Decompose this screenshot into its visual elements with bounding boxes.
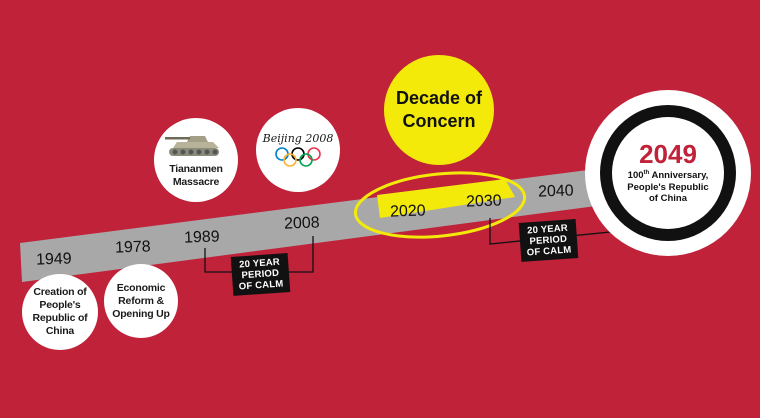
creation-label: Creation of People's Republic of China	[32, 286, 88, 337]
beijing-bubble: Beijing 2008	[256, 108, 340, 192]
calm-box-1: 20 YEAR PERIOD OF CALM	[230, 253, 290, 296]
creation-bubble: Creation of People's Republic of China	[22, 274, 98, 350]
tank-icon	[165, 136, 219, 156]
decade-highlight	[377, 179, 515, 218]
decade-ring	[353, 171, 527, 239]
year-2008: 2008	[284, 214, 320, 232]
decade-of-concern-circle: Decade of Concern	[384, 55, 494, 165]
year-2040: 2040	[538, 182, 574, 200]
year-2020: 2020	[390, 202, 426, 220]
reform-bubble: Economic Reform & Opening Up	[104, 264, 178, 338]
tiananmen-bubble: Tiananmen Massacre	[154, 118, 238, 202]
goal-2049-ring: 2049 100th Anniversary, People's Republi…	[585, 90, 751, 256]
year-2030: 2030	[466, 192, 502, 210]
decade-of-concern-label: Decade of Concern	[395, 88, 483, 131]
year-1978: 1978	[115, 238, 151, 256]
goal-anniversary: 100th Anniversary, People's Republic of …	[627, 170, 709, 205]
year-1989: 1989	[184, 228, 220, 246]
reform-label: Economic Reform & Opening Up	[112, 281, 170, 320]
year-1949: 1949	[36, 250, 72, 268]
beijing-logo-text: Beijing 2008	[262, 131, 334, 145]
olympic-rings-icon	[275, 146, 321, 167]
calm-box-2: 20 YEAR PERIOD OF CALM	[518, 219, 578, 262]
tiananmen-label: Tiananmen Massacre	[169, 163, 223, 188]
goal-year: 2049	[639, 139, 697, 170]
